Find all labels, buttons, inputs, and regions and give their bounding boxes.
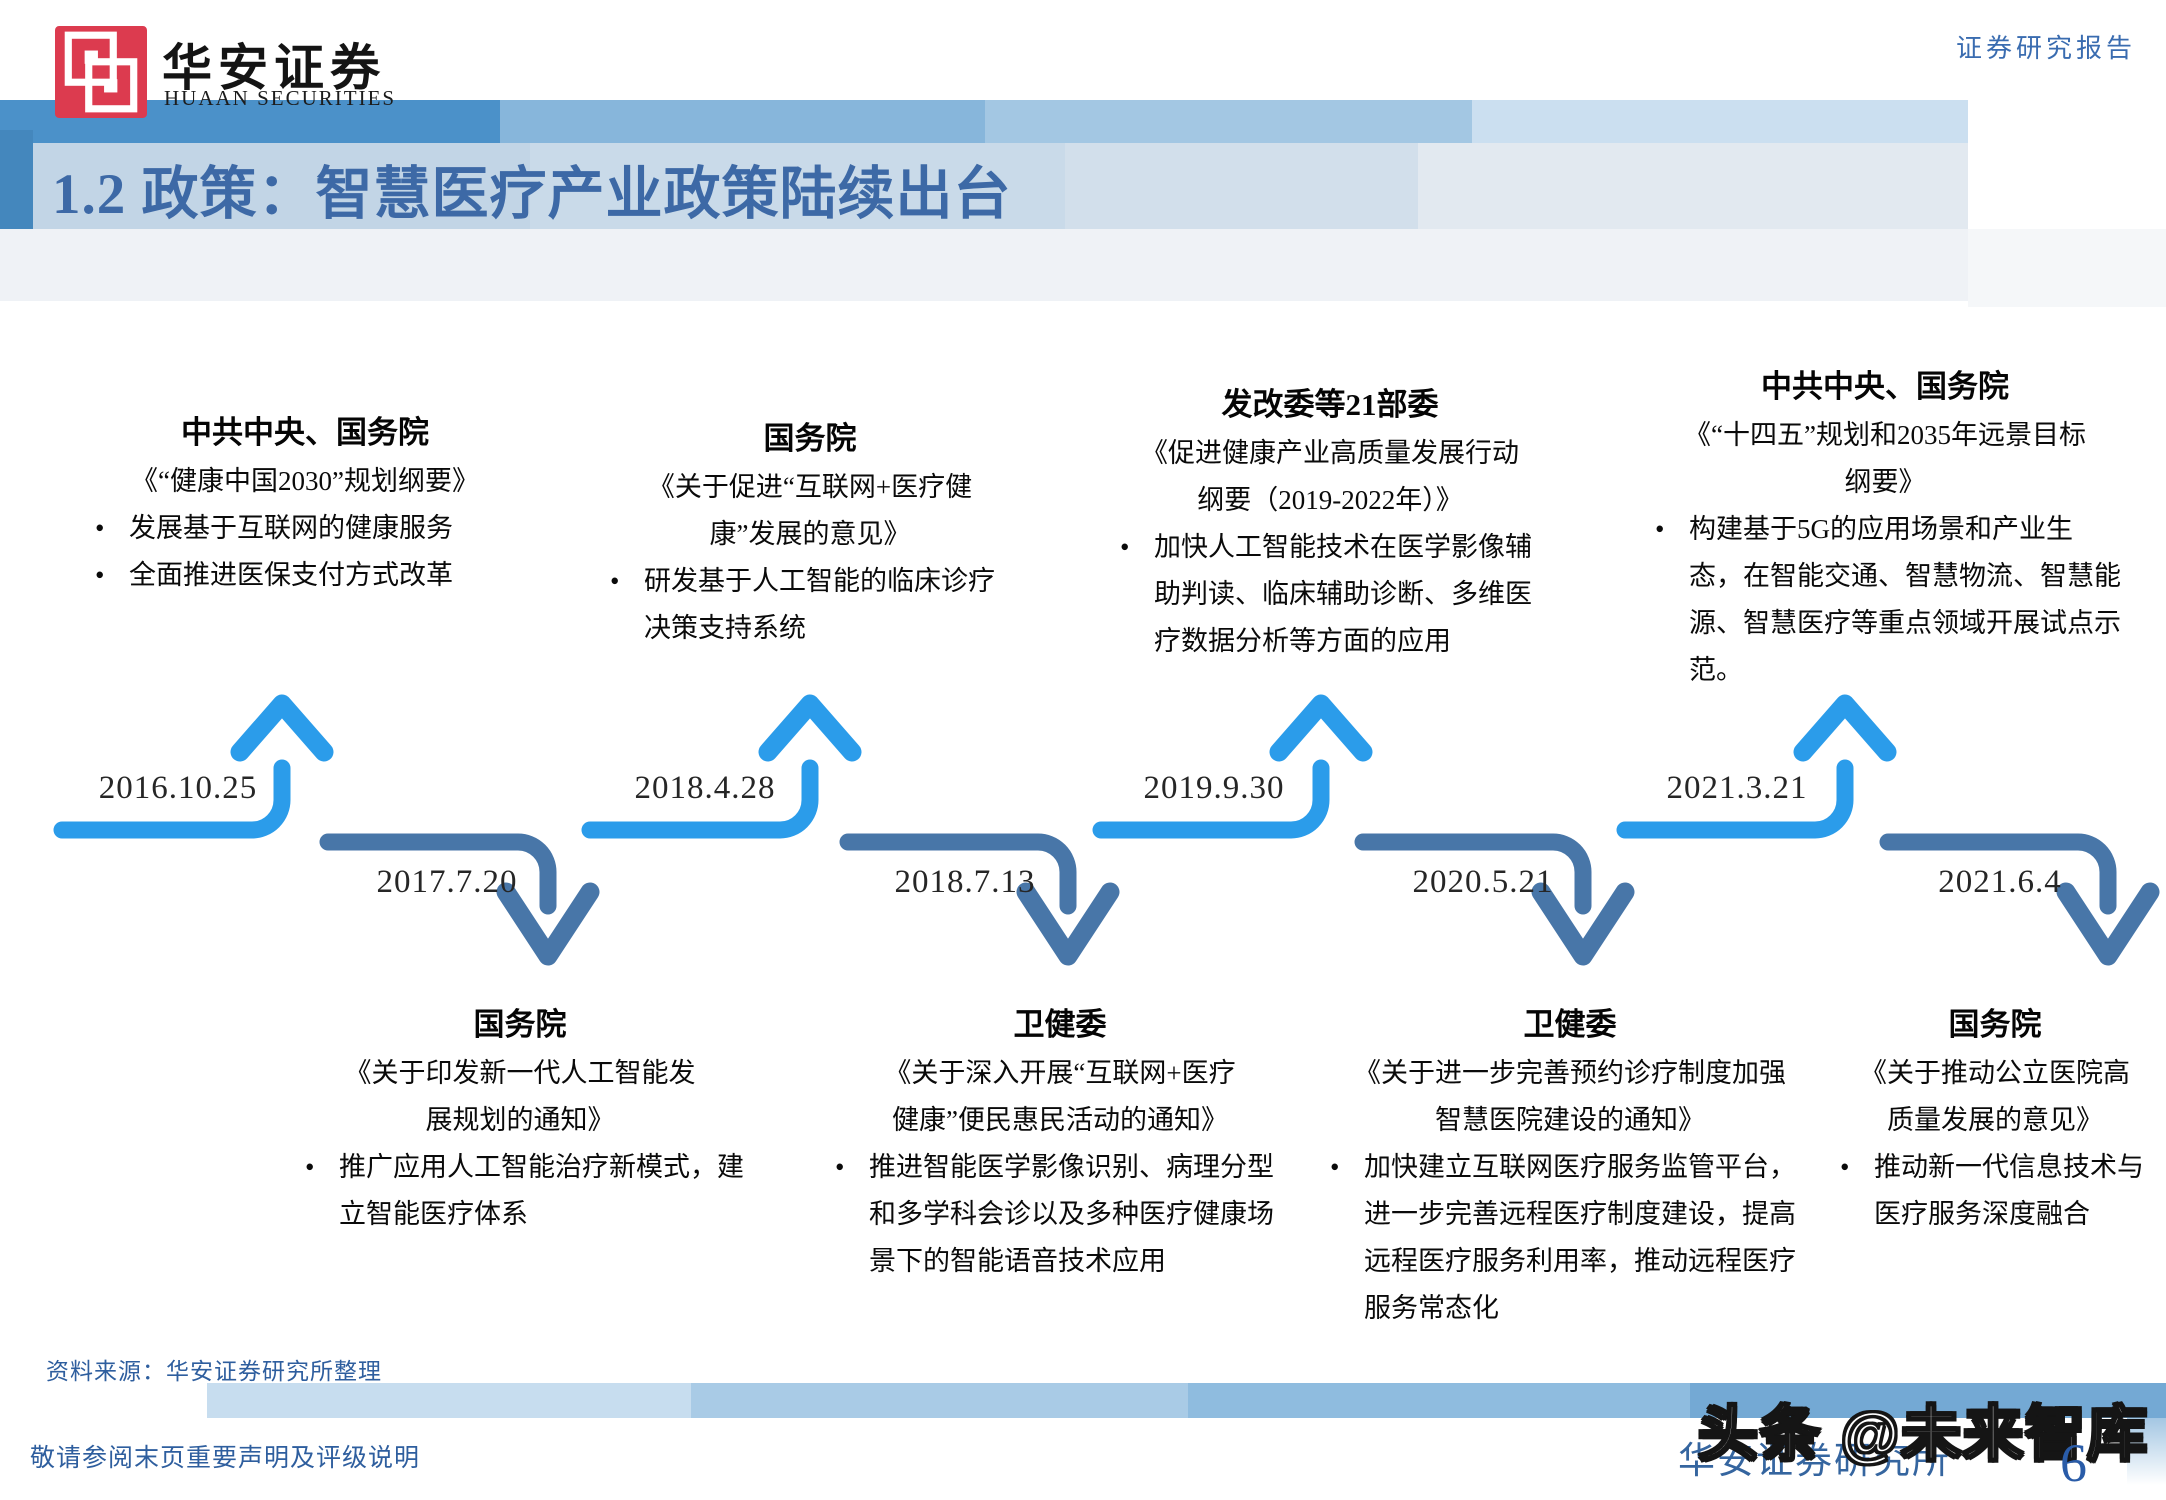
- policy-bullet: • 推动新一代信息技术与医疗服务深度融合: [1830, 1144, 2160, 1238]
- policy-bottom-4: 国务院 《关于推动公立医院高 质量发展的意见》 • 推动新一代信息技术与医疗服务深…: [1830, 1000, 2160, 1238]
- source-note: 资料来源：华安证券研究所整理: [46, 1359, 382, 1384]
- up-arrow-1-head-icon: [230, 694, 334, 762]
- policy-top-2: 国务院 《关于促进“互联网+医疗健 康”发展的意见》 • 研发基于人工智能的临床诊…: [600, 414, 1020, 652]
- down-arrows-group: [319, 833, 2160, 966]
- header-band-segment-4: [1472, 100, 1968, 143]
- bullet-dot-icon: •: [1330, 1152, 1340, 1182]
- policy-doc: 《关于深入开展“互联网+医疗 健康”便民惠民活动的通知》: [884, 1058, 1236, 1135]
- policy-top-4: 中共中央、国务院 《“十四五”规划和2035年远景目标 纲要》 • 构建基于5G的…: [1645, 362, 2125, 694]
- down-arrow-4-head-icon: [2056, 882, 2160, 966]
- seal-pattern: [64, 31, 138, 113]
- footer-bar-right-tab: [2127, 1383, 2166, 1485]
- bullet-dot-icon: •: [95, 560, 105, 590]
- footer-bar-segment-2: [691, 1383, 1188, 1418]
- down-arrow-1-head-icon: [496, 882, 600, 966]
- logo-en-text: HUAAN SECURITIES: [164, 86, 397, 110]
- policy-org: 发改委等21部委: [1221, 387, 1439, 422]
- down-arrow-3-head-icon: [1531, 882, 1635, 966]
- bullet-text: 推动新一代信息技术与医疗服务深度融合: [1874, 1152, 2144, 1229]
- policy-doc: 《关于印发新一代人工智能发 展规划的通知》: [344, 1058, 696, 1135]
- bullet-text: 研发基于人工智能的临床诊疗决策支持系统: [644, 566, 995, 643]
- bullet-dot-icon: •: [1120, 532, 1130, 562]
- up-arrows-group: [53, 694, 1897, 839]
- footer-bar-segment-3: [1188, 1383, 1690, 1418]
- policy-bullet: • 加快建立互联网医疗服务监管平台，进一步完善远程医疗制度建设，提高远程医疗服务利…: [1320, 1144, 1820, 1332]
- policy-bullet: • 推广应用人工智能治疗新模式，建立智能医疗体系: [295, 1144, 745, 1238]
- bullet-text: 加快人工智能技术在医学影像辅助判读、临床辅助诊断、多维医疗数据分析等方面的应用: [1154, 532, 1532, 656]
- policy-org: 中共中央、国务院: [1761, 369, 2009, 404]
- bullet-text: 推广应用人工智能治疗新模式，建立智能医疗体系: [339, 1152, 744, 1229]
- date-label-2021b: 2021.6.4: [1938, 864, 2062, 900]
- huaan-seal-logo-icon: [55, 26, 147, 118]
- policy-top-1: 中共中央、国务院 《“健康中国2030”规划纲要》 •发展基于互联网的健康服务 …: [85, 408, 525, 599]
- policy-org: 国务院: [1948, 1007, 2042, 1042]
- policy-top-3: 发改委等21部委 《促进健康产业高质量发展行动 纲要（2019-2022年）》 …: [1110, 380, 1550, 665]
- logo-cn-text: 华安证券: [162, 40, 386, 96]
- date-label-2016: 2016.10.25: [98, 770, 258, 806]
- down-arrow-2-head-icon: [1016, 882, 1120, 966]
- policy-doc: 《关于促进“互联网+医疗健 康”发展的意见》: [647, 472, 973, 549]
- title-bg-segment-2: [530, 143, 1065, 229]
- page-title: 1.2 政策：智慧医疗产业政策陆续出台: [52, 163, 1012, 226]
- footer-bar-segment-4: [1690, 1383, 2166, 1418]
- bullet-dot-icon: •: [835, 1152, 845, 1182]
- report-tag: 证券研究报告: [1956, 34, 2137, 63]
- policy-doc: 《关于推动公立医院高 质量发展的意见》: [1860, 1058, 2130, 1135]
- up-arrow-4-head-icon: [1793, 694, 1897, 762]
- page-number: 6: [2060, 1433, 2087, 1493]
- policy-bottom-2: 卫健委 《关于深入开展“互联网+医疗 健康”便民惠民活动的通知》 • 推进智能医学…: [825, 1000, 1295, 1285]
- bullet-dot-icon: •: [1655, 514, 1665, 544]
- policy-bottom-1: 国务院 《关于印发新一代人工智能发 展规划的通知》 • 推广应用人工智能治疗新模式…: [295, 1000, 745, 1238]
- seal-background: [55, 26, 147, 118]
- policy-org: 国务院: [473, 1007, 567, 1042]
- policy-org: 国务院: [763, 421, 857, 456]
- policy-org: 卫健委: [1013, 1007, 1107, 1042]
- title-bg-segment-4: [1418, 143, 1968, 229]
- title-bg-segment-3: [1065, 143, 1418, 229]
- date-label-2020: 2020.5.21: [1412, 864, 1554, 900]
- title-left-strip: [0, 130, 33, 230]
- policy-bottom-3: 卫健委 《关于进一步完善预约诊疗制度加强 智慧医院建设的通知》 • 加快建立互联网…: [1320, 1000, 1820, 1332]
- policy-org: 卫健委: [1523, 1007, 1617, 1042]
- bullet-text: 发展基于互联网的健康服务: [129, 513, 453, 543]
- bullet-dot-icon: •: [610, 566, 620, 596]
- up-arrow-2-head-icon: [758, 694, 862, 762]
- seal-pattern-squares: [84, 50, 118, 93]
- bullet-dot-icon: •: [95, 513, 105, 543]
- date-label-2017: 2017.7.20: [376, 864, 518, 900]
- date-label-2019: 2019.9.30: [1143, 770, 1285, 806]
- header-band-segment-2: [500, 100, 985, 143]
- policy-doc: 《“健康中国2030”规划纲要》: [131, 466, 479, 496]
- bullet-text: 推进智能医学影像识别、病理分型和多学科会诊以及多种医疗健康场景下的智能语音技术应…: [869, 1152, 1274, 1276]
- bullet-text: 加快建立互联网医疗服务监管平台，进一步完善远程医疗制度建设，提高远程医疗服务利用…: [1364, 1152, 1796, 1323]
- policy-bullet: • 研发基于人工智能的临床诊疗决策支持系统: [600, 558, 1020, 652]
- title-shadow-band-right: [1968, 229, 2166, 307]
- date-label-2018b: 2018.7.13: [894, 864, 1036, 900]
- title-bg-segment-1: [33, 143, 530, 229]
- bullet-text: 构建基于5G的应用场景和产业生态，在智能交通、智慧物流、智慧能源、智慧医疗等重点…: [1689, 514, 2121, 685]
- watermark: 头条 @未来智库: [1697, 1400, 2150, 1470]
- bullet-text: 全面推进医保支付方式改革: [129, 560, 453, 590]
- policy-bullet: • 全面推进医保支付方式改革: [85, 552, 525, 599]
- header-band-segment-3: [985, 100, 1472, 143]
- date-label-2021a: 2021.3.21: [1666, 770, 1808, 806]
- policy-doc: 《关于进一步完善预约诊疗制度加强 智慧医院建设的通知》: [1354, 1058, 1786, 1135]
- title-shadow-band: [0, 229, 1968, 301]
- policy-doc: 《“十四五”规划和2035年远景目标 纲要》: [1684, 420, 2086, 497]
- up-arrow-3-head-icon: [1269, 694, 1373, 762]
- footer-disclaimer: 敬请参阅末页重要声明及评级说明: [30, 1445, 421, 1472]
- policy-bullet: • 推进智能医学影像识别、病理分型和多学科会诊以及多种医疗健康场景下的智能语音技术…: [825, 1144, 1295, 1285]
- bullet-dot-icon: •: [305, 1152, 315, 1182]
- policy-bullet: • 加快人工智能技术在医学影像辅助判读、临床辅助诊断、多维医疗数据分析等方面的应用: [1110, 524, 1550, 665]
- footer-bar-segment-1: [207, 1383, 691, 1418]
- bullet-dot-icon: •: [1840, 1152, 1850, 1182]
- policy-org: 中共中央、国务院: [181, 415, 429, 450]
- policy-doc: 《促进健康产业高质量发展行动 纲要（2019-2022年）》: [1141, 438, 1519, 515]
- policy-bullet: • 发展基于互联网的健康服务: [85, 505, 525, 552]
- policy-bullet: • 构建基于5G的应用场景和产业生态，在智能交通、智慧物流、智慧能源、智慧医疗等重…: [1645, 506, 2125, 694]
- footer-institute: 华安证券研究所: [1678, 1441, 1951, 1482]
- date-label-2018a: 2018.4.28: [634, 770, 776, 806]
